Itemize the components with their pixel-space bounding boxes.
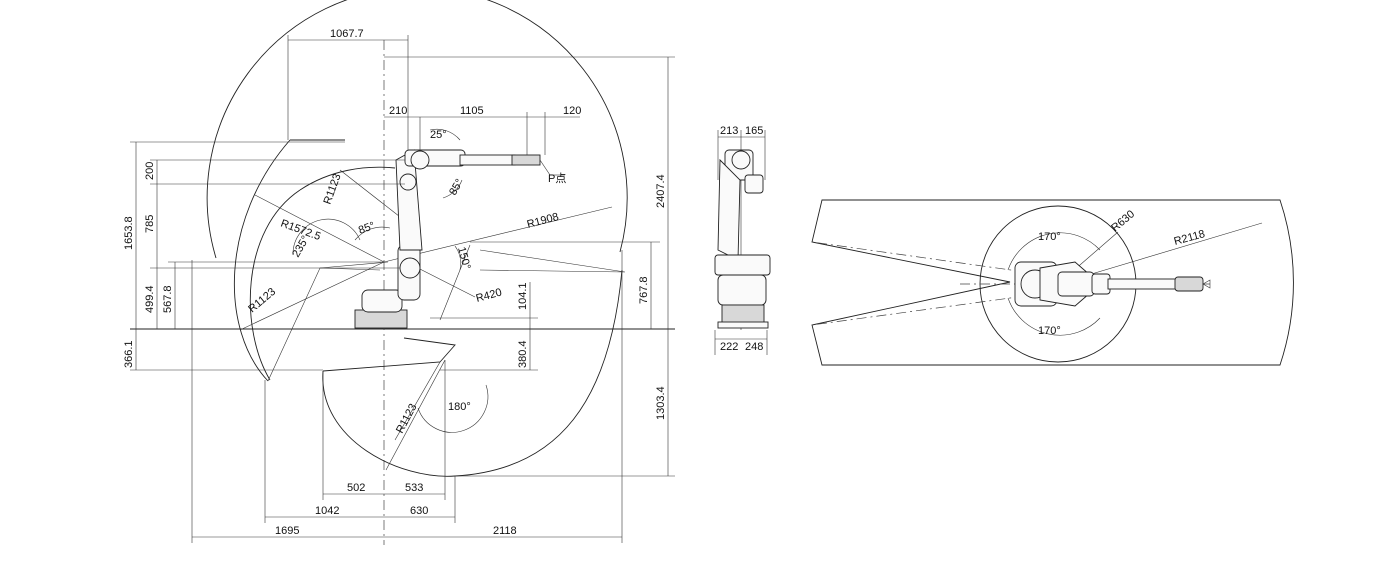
dim-785: 785 — [144, 215, 156, 233]
robot-top-illustration — [1014, 261, 1211, 307]
dim-2118: 2118 — [493, 525, 517, 537]
dim-567-8: 567.8 — [162, 285, 174, 313]
dim-2407-4: 2407.4 — [655, 174, 667, 208]
top-view: 170° 170° R630 R2118 — [811, 199, 1294, 366]
angle-180: 180° — [448, 401, 471, 413]
dim-213: 213 — [720, 125, 738, 137]
dim-1653-8: 1653.8 — [123, 216, 135, 250]
dim-248: 248 — [745, 341, 763, 353]
robot-side-illustration — [354, 149, 541, 329]
robot-front-illustration — [714, 149, 771, 329]
dim-1695: 1695 — [275, 525, 299, 537]
angle-170-bottom: 170° — [1038, 325, 1061, 337]
dim-366-1: 366.1 — [123, 340, 135, 368]
dim-104-1: 104.1 — [517, 282, 529, 310]
dim-210: 210 — [389, 105, 407, 117]
dim-1105: 1105 — [460, 105, 484, 117]
radius-r1908: R1908 — [526, 211, 560, 231]
dim-630: 630 — [410, 505, 428, 517]
radius-r1123-left: R1123 — [246, 286, 278, 316]
p-point-label: P点 — [548, 172, 566, 185]
angle-25: 25° — [430, 129, 447, 141]
radius-r420: R420 — [475, 287, 504, 305]
dim-533: 533 — [405, 482, 423, 494]
dim-165: 165 — [745, 125, 763, 137]
dim-499-4: 499.4 — [144, 285, 156, 313]
angle-150: 150° — [455, 246, 472, 271]
dim-1042: 1042 — [315, 505, 339, 517]
angle-170-top: 170° — [1038, 231, 1061, 243]
dim-502: 502 — [347, 482, 365, 494]
dim-200: 200 — [144, 162, 156, 180]
dim-767-8: 767.8 — [638, 276, 650, 304]
dim-380-4: 380.4 — [517, 340, 529, 368]
angle-85-a: 85° — [447, 177, 466, 197]
radius-r630: R630 — [1109, 208, 1137, 234]
dim-222: 222 — [720, 341, 738, 353]
side-view: 1067.7 210 1105 120 25° P点 85° 85° 235° … — [123, 0, 675, 545]
front-view: 213 165 222 248 — [714, 125, 771, 355]
dim-120: 120 — [563, 105, 581, 117]
dim-1067-7: 1067.7 — [330, 28, 364, 40]
dim-1303-4: 1303.4 — [655, 386, 667, 420]
angle-85-b: 85° — [357, 220, 377, 237]
radius-r1123-bottom: R1123 — [394, 402, 419, 436]
